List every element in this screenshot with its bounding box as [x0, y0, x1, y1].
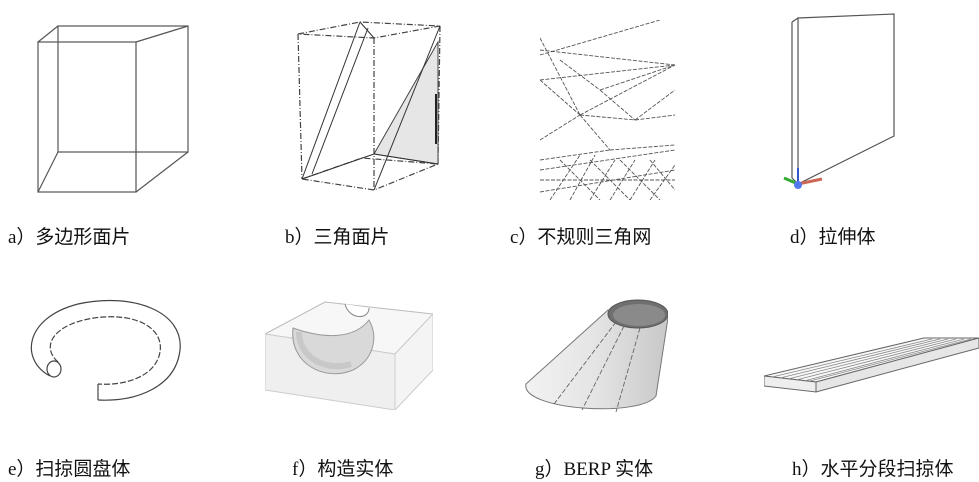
caption-c: c）不规则三角网	[510, 227, 652, 248]
caption-d: d）拉伸体	[790, 227, 876, 248]
figure-swept-disk	[16, 290, 196, 430]
caption-e: e）扫掠圆盘体	[8, 459, 131, 480]
figure-berp-solid	[520, 292, 668, 422]
figure-extrusion	[770, 8, 910, 200]
caption-h: h）水平分段扫掠体	[792, 459, 954, 480]
caption-g: g）BERP 实体	[535, 459, 654, 480]
figure-csg-solid	[265, 298, 433, 410]
figure-polygon-faces	[30, 20, 200, 200]
figure-triangle-faces	[290, 14, 450, 200]
caption-a: a）多边形面片	[8, 227, 131, 248]
caption-f: f）构造实体	[292, 459, 394, 480]
figure-tin	[540, 20, 680, 200]
caption-b: b）三角面片	[285, 227, 390, 248]
figure-segmented-sweep	[764, 330, 979, 404]
